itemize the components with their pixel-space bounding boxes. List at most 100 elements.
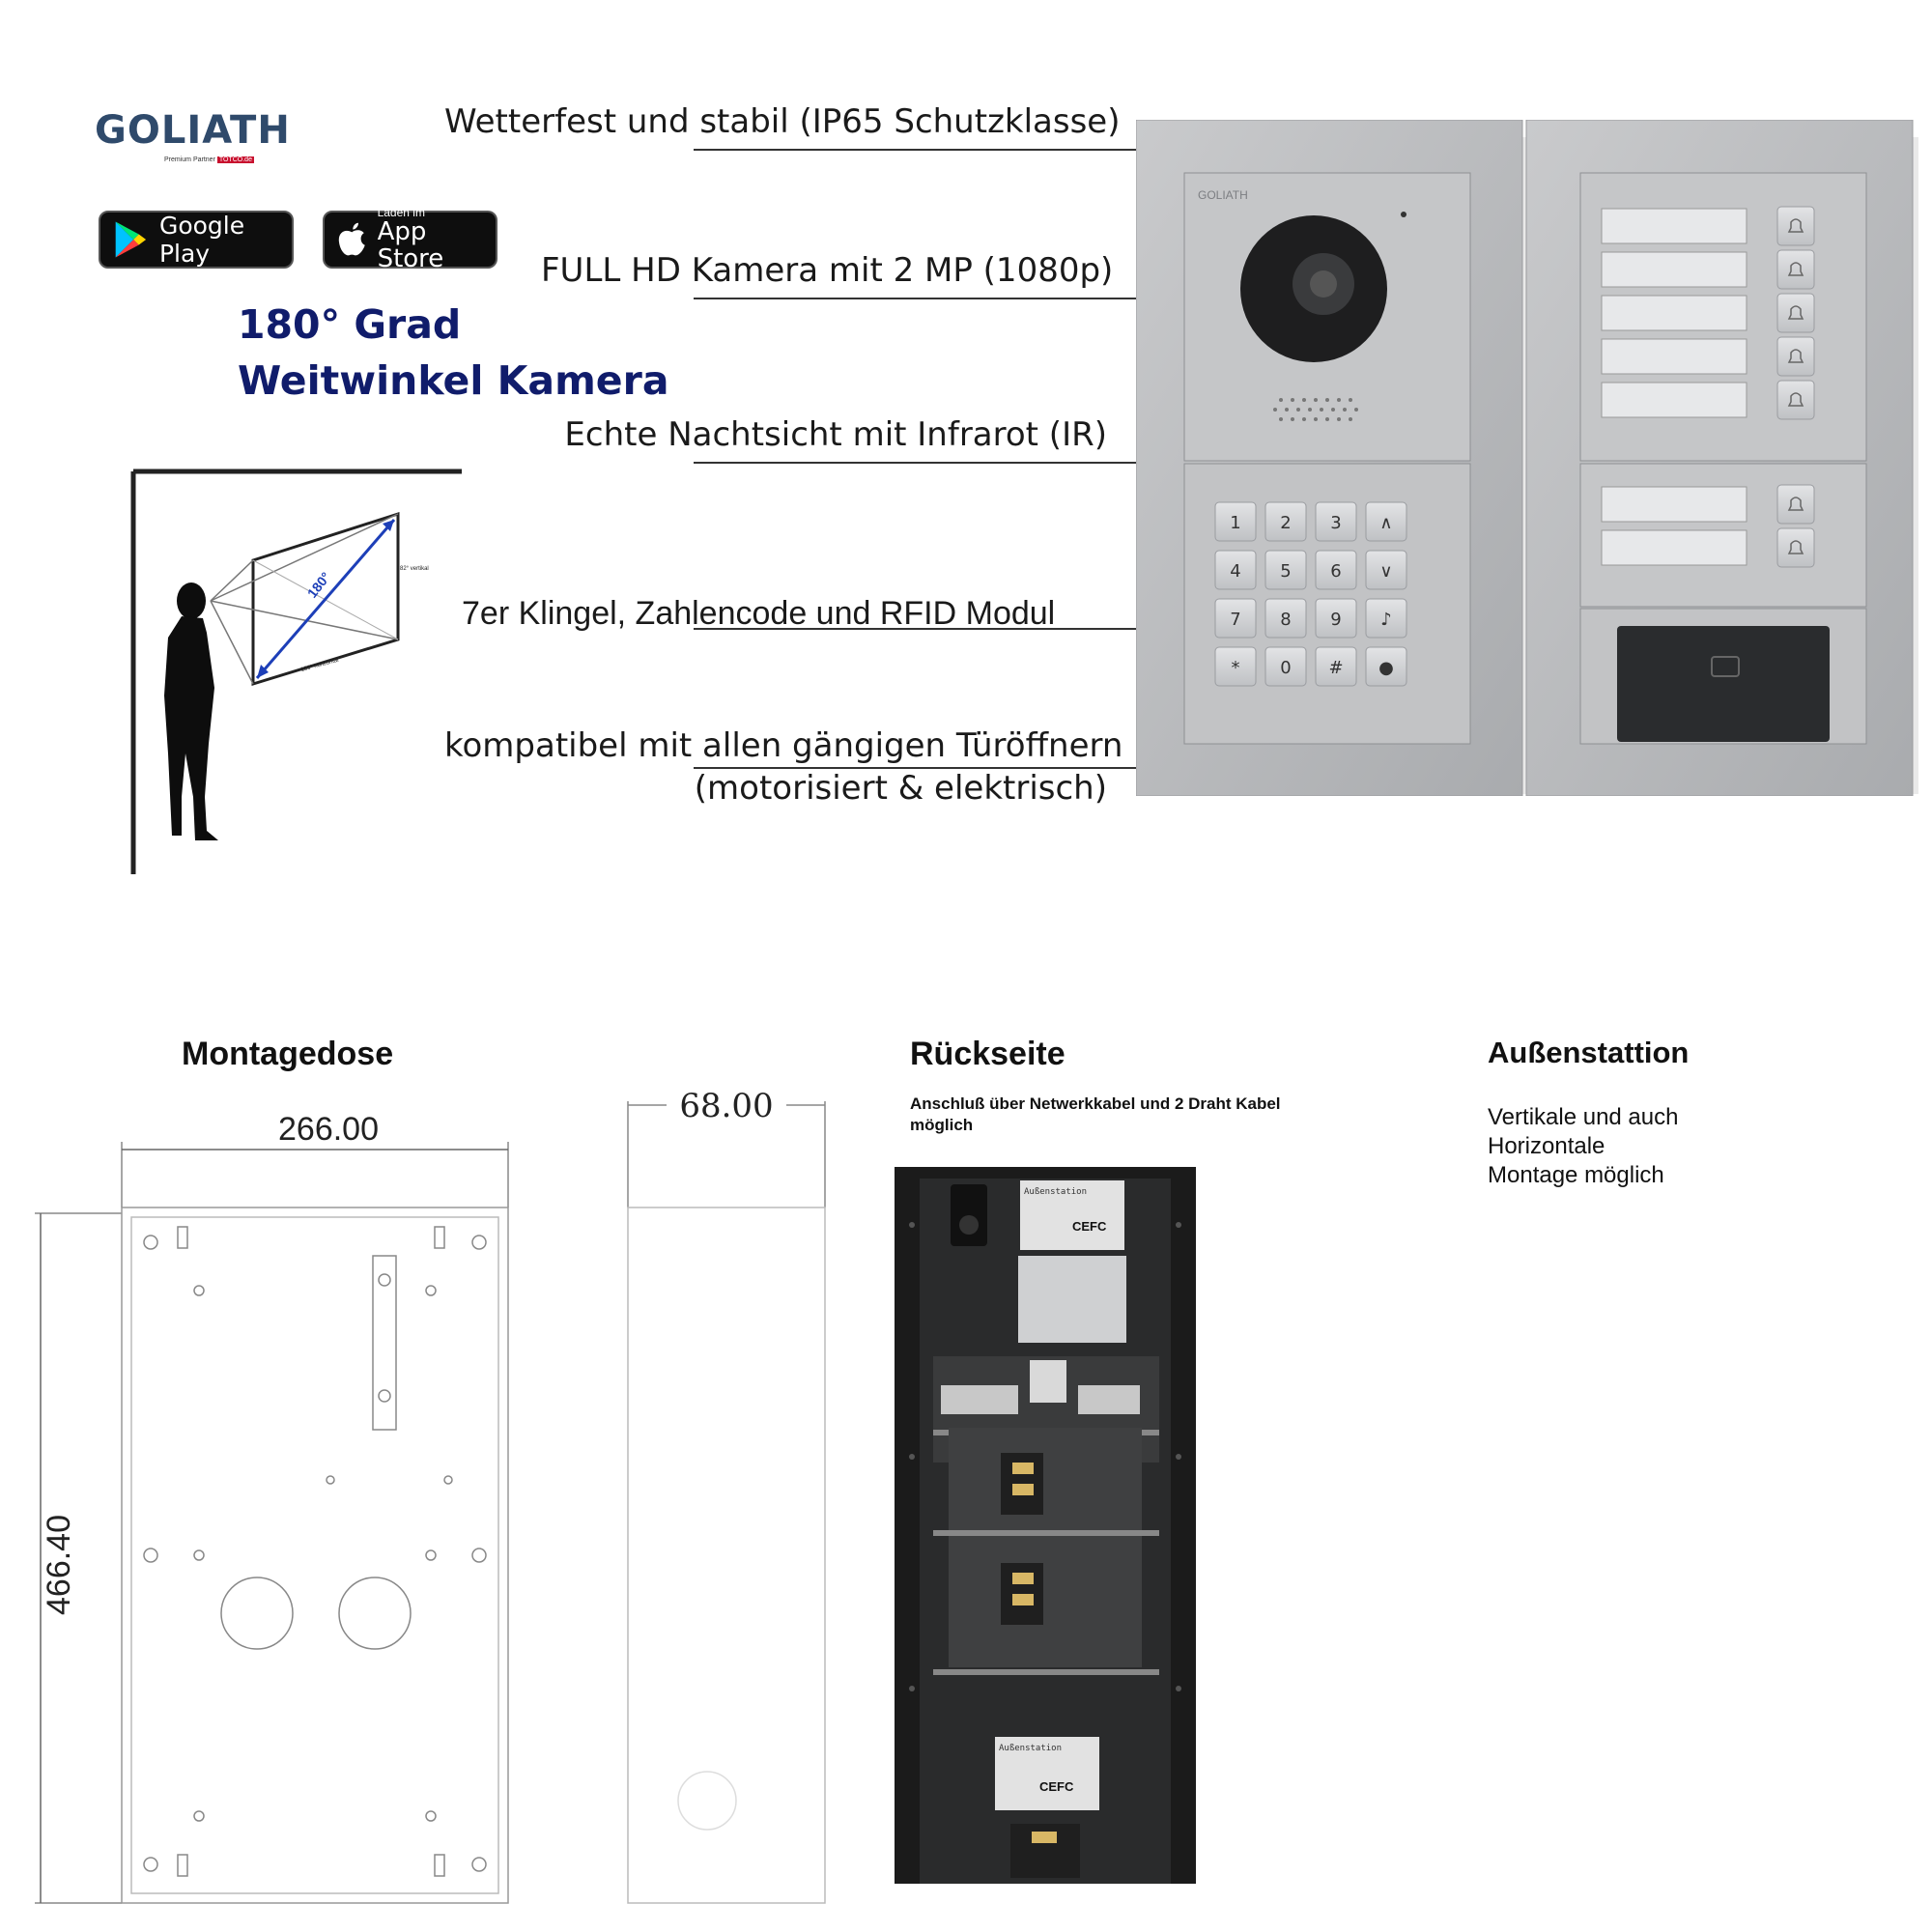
rating-label-title: Außenstation: [1024, 1187, 1087, 1197]
app-store-button[interactable]: Laden im App Store: [323, 207, 497, 273]
name-plate: [1601, 295, 1747, 331]
keypad-key-label: ●: [1378, 658, 1394, 678]
keypad-key-label: 9: [1330, 610, 1341, 630]
device-logo: GOLIATH: [1198, 188, 1248, 202]
keypad-key[interactable]: [1365, 501, 1407, 542]
horizontal-angle-label: 180° horizontal: [300, 658, 339, 673]
keypad-key[interactable]: [1315, 646, 1357, 687]
bell-icon: [1787, 497, 1804, 511]
keypad-key-label: #: [1328, 658, 1343, 678]
keypad-key[interactable]: [1365, 646, 1407, 687]
callout-weatherproof-leader: [694, 149, 1136, 151]
keypad-key[interactable]: [1214, 501, 1257, 542]
callout-modules-leader: [694, 628, 1136, 630]
keypad-key-label: 7: [1230, 610, 1240, 630]
google-play-button[interactable]: Google Play: [99, 211, 294, 269]
keypad-key[interactable]: [1315, 598, 1357, 639]
rfid-card-icon: [1711, 656, 1740, 677]
goliath-logo: GOLIATH Premium Partner TOTCO.de: [95, 108, 290, 176]
brand-sub-prefix: Premium Partner: [164, 156, 215, 163]
name-plate: [1601, 251, 1747, 288]
outdoor-note-3: Montage möglich: [1488, 1162, 1664, 1188]
outdoor-note-1: Vertikale und auch: [1488, 1104, 1679, 1130]
keypad-key-label: 1: [1230, 513, 1240, 533]
callout-modules: 7er Klingel, Zahlencode und RFID Modul: [462, 595, 1056, 632]
keypad-key-label: *: [1232, 658, 1240, 678]
name-plate: [1601, 382, 1747, 418]
keypad-key-label: 8: [1280, 610, 1291, 630]
app-store-small-label: Laden im: [377, 206, 425, 219]
bell-button[interactable]: [1776, 336, 1815, 377]
angle-arrow: [255, 519, 396, 679]
callout-camera: FULL HD Kamera mit 2 MP (1080p): [541, 251, 1114, 290]
ethernet-port-icon: [1030, 1360, 1066, 1403]
brand-subline: Premium Partner TOTCO.de: [164, 156, 254, 163]
callout-night-vision-leader: [694, 462, 1136, 464]
back-side-photo: Außenstation CEFC Außenstation CEFC: [895, 1167, 1196, 1884]
back-note: Anschluß über Netwerkkabel und 2 Draht K…: [910, 1094, 1281, 1134]
google-play-icon: [115, 221, 147, 258]
dimension-depth: 68.00: [679, 1087, 773, 1125]
speaker-grille: [1273, 398, 1358, 421]
bell-button[interactable]: [1776, 206, 1815, 246]
rating-label: [1020, 1180, 1124, 1250]
keypad-key-label: 2: [1280, 513, 1291, 533]
ce-mark-2: CEFC: [1039, 1779, 1074, 1794]
headline-line-1: 180° Grad: [238, 301, 462, 348]
keypad-key[interactable]: [1264, 598, 1307, 639]
wide-angle-diagram: 180° 82° vertikal 180° horizontal: [130, 469, 462, 874]
ce-mark: CEFC: [1072, 1219, 1107, 1234]
keypad-key-label: ♪: [1380, 610, 1392, 630]
callout-night-vision: Echte Nachtsicht mit Infrarot (IR): [564, 415, 1107, 454]
brand-sub-highlight: TOTCO.de: [216, 156, 254, 163]
rfid-reader: [1617, 626, 1830, 742]
keypad-key[interactable]: [1315, 550, 1357, 590]
name-plate: [1601, 486, 1747, 523]
keypad-key[interactable]: [1214, 598, 1257, 639]
bell-button[interactable]: [1776, 527, 1815, 568]
mount-box-title: Montagedose: [182, 1036, 394, 1072]
dimension-height: 466.40: [41, 1515, 77, 1615]
keypad-key-label: 0: [1280, 658, 1291, 678]
keypad-key[interactable]: [1365, 550, 1407, 590]
bell-icon: [1787, 540, 1804, 554]
keypad-key-label: 3: [1330, 513, 1341, 533]
terminal-label: [1018, 1256, 1126, 1343]
bell-button[interactable]: [1776, 293, 1815, 333]
callout-door-opener-1: kompatibel mit allen gängigen Türöffnern: [444, 726, 1123, 765]
keypad-key[interactable]: [1264, 646, 1307, 687]
terminal-block-right: [1078, 1385, 1140, 1414]
bell-button[interactable]: [1776, 380, 1815, 420]
callout-camera-leader: [694, 298, 1136, 299]
name-plate: [1601, 208, 1747, 244]
bell-icon: [1787, 349, 1804, 363]
bell-icon: [1787, 392, 1804, 407]
dimension-width: 266.00: [278, 1111, 379, 1148]
rating-label-2: [995, 1737, 1099, 1810]
mount-box-side-drawing: 68.00: [627, 1087, 826, 1904]
keypad-key[interactable]: [1214, 550, 1257, 590]
bell-icon: [1787, 262, 1804, 276]
headline-line-2: Weitwinkel Kamera: [238, 357, 669, 404]
bell-icon: [1787, 305, 1804, 320]
bell-button[interactable]: [1776, 484, 1815, 525]
vertical-angle-label: 82° vertikal: [400, 566, 429, 572]
name-plate: [1601, 529, 1747, 566]
apple-icon: [338, 222, 365, 256]
keypad-key[interactable]: [1315, 501, 1357, 542]
keypad-key-label: 4: [1230, 561, 1240, 582]
keypad-key[interactable]: [1214, 646, 1257, 687]
callout-door-opener-leader: [694, 767, 1136, 769]
keypad-key[interactable]: [1365, 598, 1407, 639]
mount-box-front-drawing: 266.00 466.40: [35, 1111, 509, 1904]
keypad-key[interactable]: [1264, 501, 1307, 542]
person-silhouette-icon: [164, 582, 218, 840]
keypad-key-label: 6: [1330, 561, 1341, 582]
bell-button[interactable]: [1776, 249, 1815, 290]
callout-door-opener-2: (motorisiert & elektrisch): [694, 769, 1107, 808]
app-store-label: App Store: [377, 217, 444, 273]
outdoor-station-title: Außenstattion: [1488, 1036, 1690, 1069]
keypad-key[interactable]: [1264, 550, 1307, 590]
